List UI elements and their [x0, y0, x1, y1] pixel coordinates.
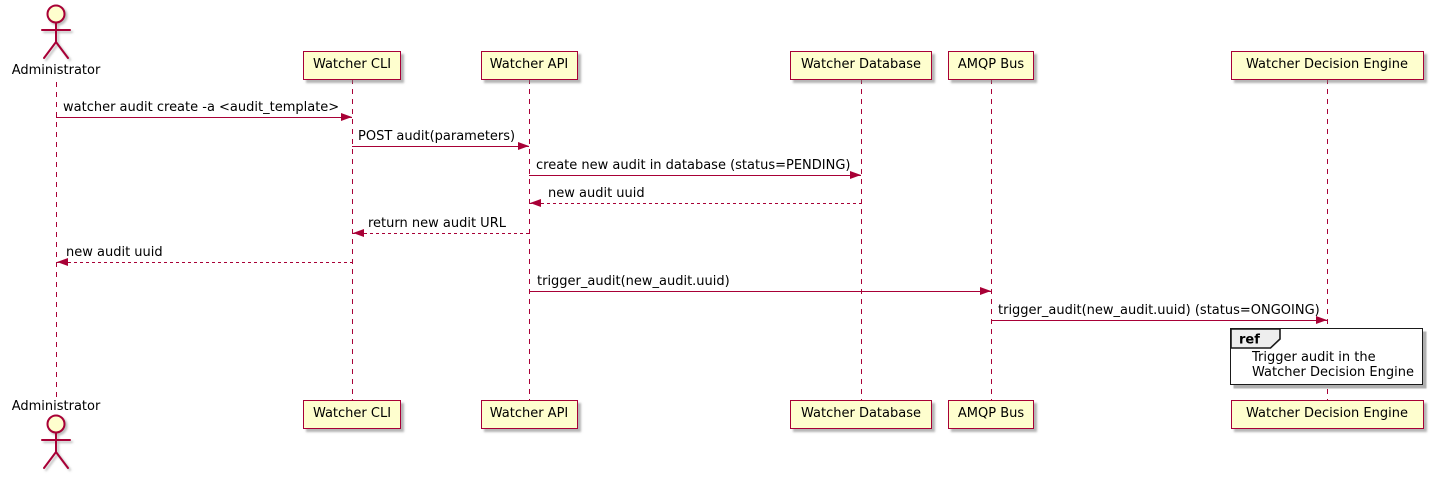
arrowhead-icon: [518, 142, 529, 150]
message-line-4: [529, 203, 861, 205]
lifeline-watcher-cli: [352, 79, 353, 400]
message-line-7: [529, 291, 991, 293]
arrowhead-icon: [1316, 316, 1327, 324]
ref-keyword-tab-icon: ref: [1230, 328, 1281, 349]
arrowhead-icon: [530, 199, 541, 207]
message-label-4: new audit uuid: [548, 186, 645, 201]
ref-text-line: Trigger audit in the: [1252, 350, 1376, 365]
participant-top-watcher-database: Watcher Database: [790, 51, 932, 80]
message-label-3: create new audit in database (status=PEN…: [536, 158, 851, 173]
ref-fragment: ref Trigger audit in the Watcher Decisio…: [1230, 328, 1423, 385]
actor-label-top-administrator: Administrator: [11, 63, 101, 78]
message-line-3: [529, 175, 861, 177]
arrowhead-icon: [57, 258, 68, 266]
arrowhead-icon: [341, 113, 352, 121]
participant-top-watcher-decision-engine: Watcher Decision Engine: [1230, 51, 1424, 80]
message-label-2: POST audit(parameters): [358, 129, 516, 144]
lifeline-amqp-bus: [991, 79, 992, 400]
actor-label-bottom-administrator: Administrator: [11, 399, 101, 414]
message-line-1: [56, 117, 352, 119]
participant-top-amqp-bus: AMQP Bus: [948, 51, 1034, 80]
participant-top-watcher-api: Watcher API: [480, 51, 578, 80]
participant-bottom-watcher-database: Watcher Database: [790, 400, 932, 429]
message-label-5: return new audit URL: [368, 216, 506, 231]
arrowhead-icon: [980, 287, 991, 295]
message-label-8: trigger_audit(new_audit.uuid) (status=ON…: [998, 303, 1320, 318]
arrowhead-icon: [850, 171, 861, 179]
actor-figure-top-administrator: [41, 4, 71, 59]
lifeline-watcher-database: [861, 79, 862, 400]
message-line-8: [991, 320, 1327, 322]
ref-text-line: Watcher Decision Engine: [1252, 365, 1414, 380]
lifeline-watcher-decision-engine: [1327, 79, 1328, 400]
participant-top-watcher-cli: Watcher CLI: [303, 51, 401, 80]
message-label-1: watcher audit create -a <audit_template>: [63, 100, 340, 115]
lifeline-administrator: [56, 82, 57, 400]
message-line-6: [56, 262, 352, 264]
participant-bottom-watcher-decision-engine: Watcher Decision Engine: [1230, 400, 1424, 429]
message-line-5: [352, 233, 529, 235]
ref-keyword: ref: [1239, 333, 1260, 348]
actor-figure-bottom-administrator: [41, 414, 71, 469]
participant-bottom-watcher-cli: Watcher CLI: [303, 400, 401, 429]
lifeline-watcher-api: [529, 79, 530, 400]
message-label-7: trigger_audit(new_audit.uuid): [537, 274, 730, 289]
message-label-6: new audit uuid: [66, 245, 163, 260]
message-line-2: [352, 146, 529, 148]
arrowhead-icon: [353, 229, 364, 237]
participant-bottom-watcher-api: Watcher API: [480, 400, 578, 429]
participant-bottom-amqp-bus: AMQP Bus: [948, 400, 1034, 429]
